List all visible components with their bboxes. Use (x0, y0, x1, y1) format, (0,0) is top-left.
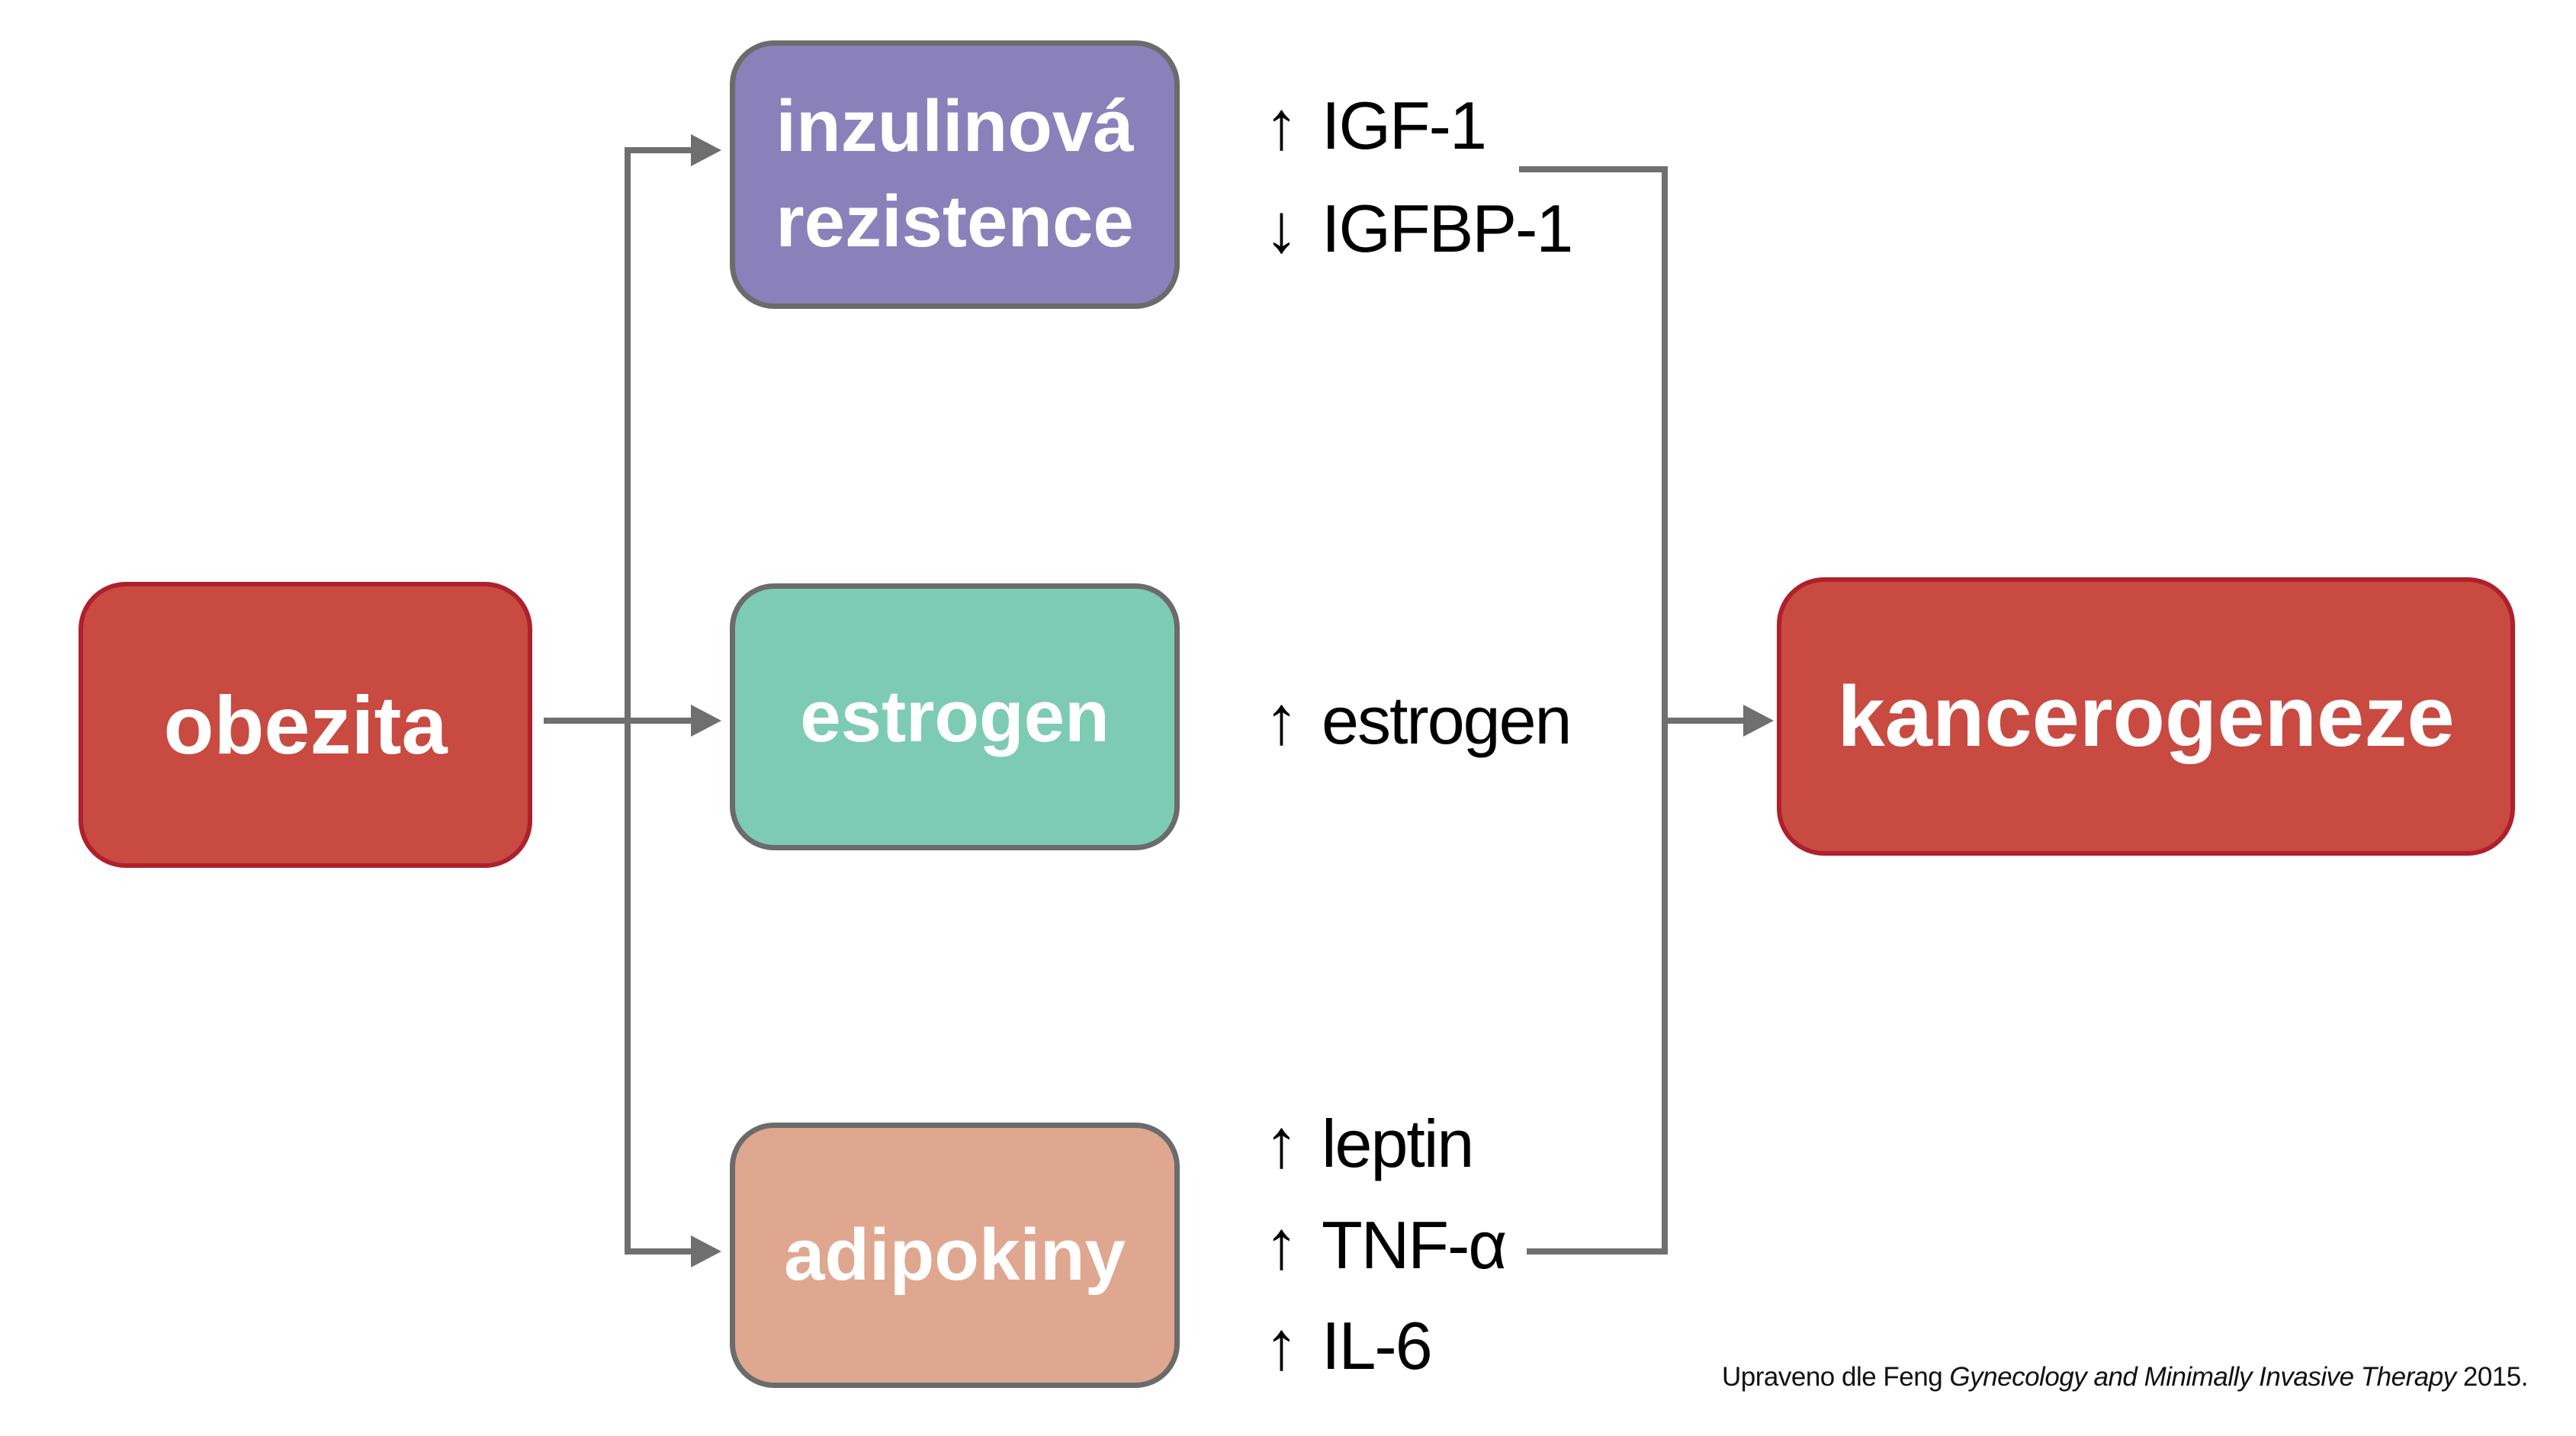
right-branch-vertical-line (1662, 166, 1668, 1254)
effect-il6: ↑ IL-6 (1264, 1296, 1433, 1396)
node-adipokines-label: adipokiny (783, 1214, 1126, 1296)
arrowhead-to-carcinogenesis-icon (1743, 705, 1774, 737)
node-insulin-resistance-label: inzulinová rezistence (776, 79, 1134, 270)
up-arrow-icon: ↑ (1264, 1206, 1299, 1283)
effect-tnf-alpha: ↑ TNF-α (1264, 1196, 1507, 1295)
effect-tnf-alpha-text: TNF-α (1322, 1207, 1507, 1283)
effect-leptin-text: leptin (1322, 1106, 1474, 1181)
effect-il6-text: IL-6 (1322, 1308, 1433, 1383)
right-branch-top-line (1519, 166, 1668, 172)
up-arrow-icon: ↑ (1264, 1105, 1299, 1182)
effect-leptin: ↑ leptin (1264, 1094, 1474, 1193)
source-citation: Upraveno dle Feng Gynecology and Minimal… (1722, 1362, 2529, 1393)
effect-igfbp1-text: IGFBP-1 (1322, 191, 1573, 266)
down-arrow-icon: ↓ (1264, 190, 1299, 267)
left-branch-bottom-line (625, 1248, 695, 1254)
effect-igf1: ↑ IGF-1 (1264, 76, 1487, 175)
effect-igfbp1: ↓ IGFBP-1 (1264, 179, 1573, 278)
up-arrow-icon: ↑ (1264, 87, 1299, 164)
node-estrogen-label: estrogen (800, 676, 1110, 757)
up-arrow-icon: ↑ (1264, 1307, 1299, 1384)
citation-suffix: 2015. (2456, 1362, 2529, 1392)
effect-estrogen-text: estrogen (1322, 683, 1572, 758)
left-branch-top-line (625, 147, 695, 153)
citation-journal: Gynecology and Minimally Invasive Therap… (1949, 1362, 2456, 1392)
right-branch-bottom-line (1527, 1248, 1668, 1254)
arrowhead-to-insulin-icon (691, 134, 721, 166)
node-carcinogenesis: kancerogeneze (1777, 577, 2515, 856)
insulin-label-line1: inzulinová (776, 85, 1134, 168)
node-obezita: obezita (79, 582, 532, 868)
insulin-label-line2: rezistence (776, 181, 1134, 262)
effect-estrogen: ↑ estrogen (1264, 671, 1572, 770)
citation-prefix: Upraveno dle Feng (1722, 1362, 1950, 1392)
node-carcinogenesis-label: kancerogeneze (1837, 669, 2455, 764)
to-carcinogenesis-line (1662, 718, 1746, 724)
arrowhead-to-adipokines-icon (691, 1235, 721, 1267)
node-adipokines: adipokiny (730, 1123, 1180, 1388)
node-estrogen: estrogen (730, 583, 1180, 850)
node-insulin-resistance: inzulinová rezistence (730, 40, 1180, 309)
left-branch-vertical-line (625, 147, 631, 1254)
node-obezita-label: obezita (163, 679, 448, 771)
effect-igf1-text: IGF-1 (1322, 88, 1487, 163)
arrowhead-to-estrogen-icon (691, 705, 721, 737)
obezita-to-estrogen-line (544, 718, 695, 724)
up-arrow-icon: ↑ (1264, 682, 1299, 759)
